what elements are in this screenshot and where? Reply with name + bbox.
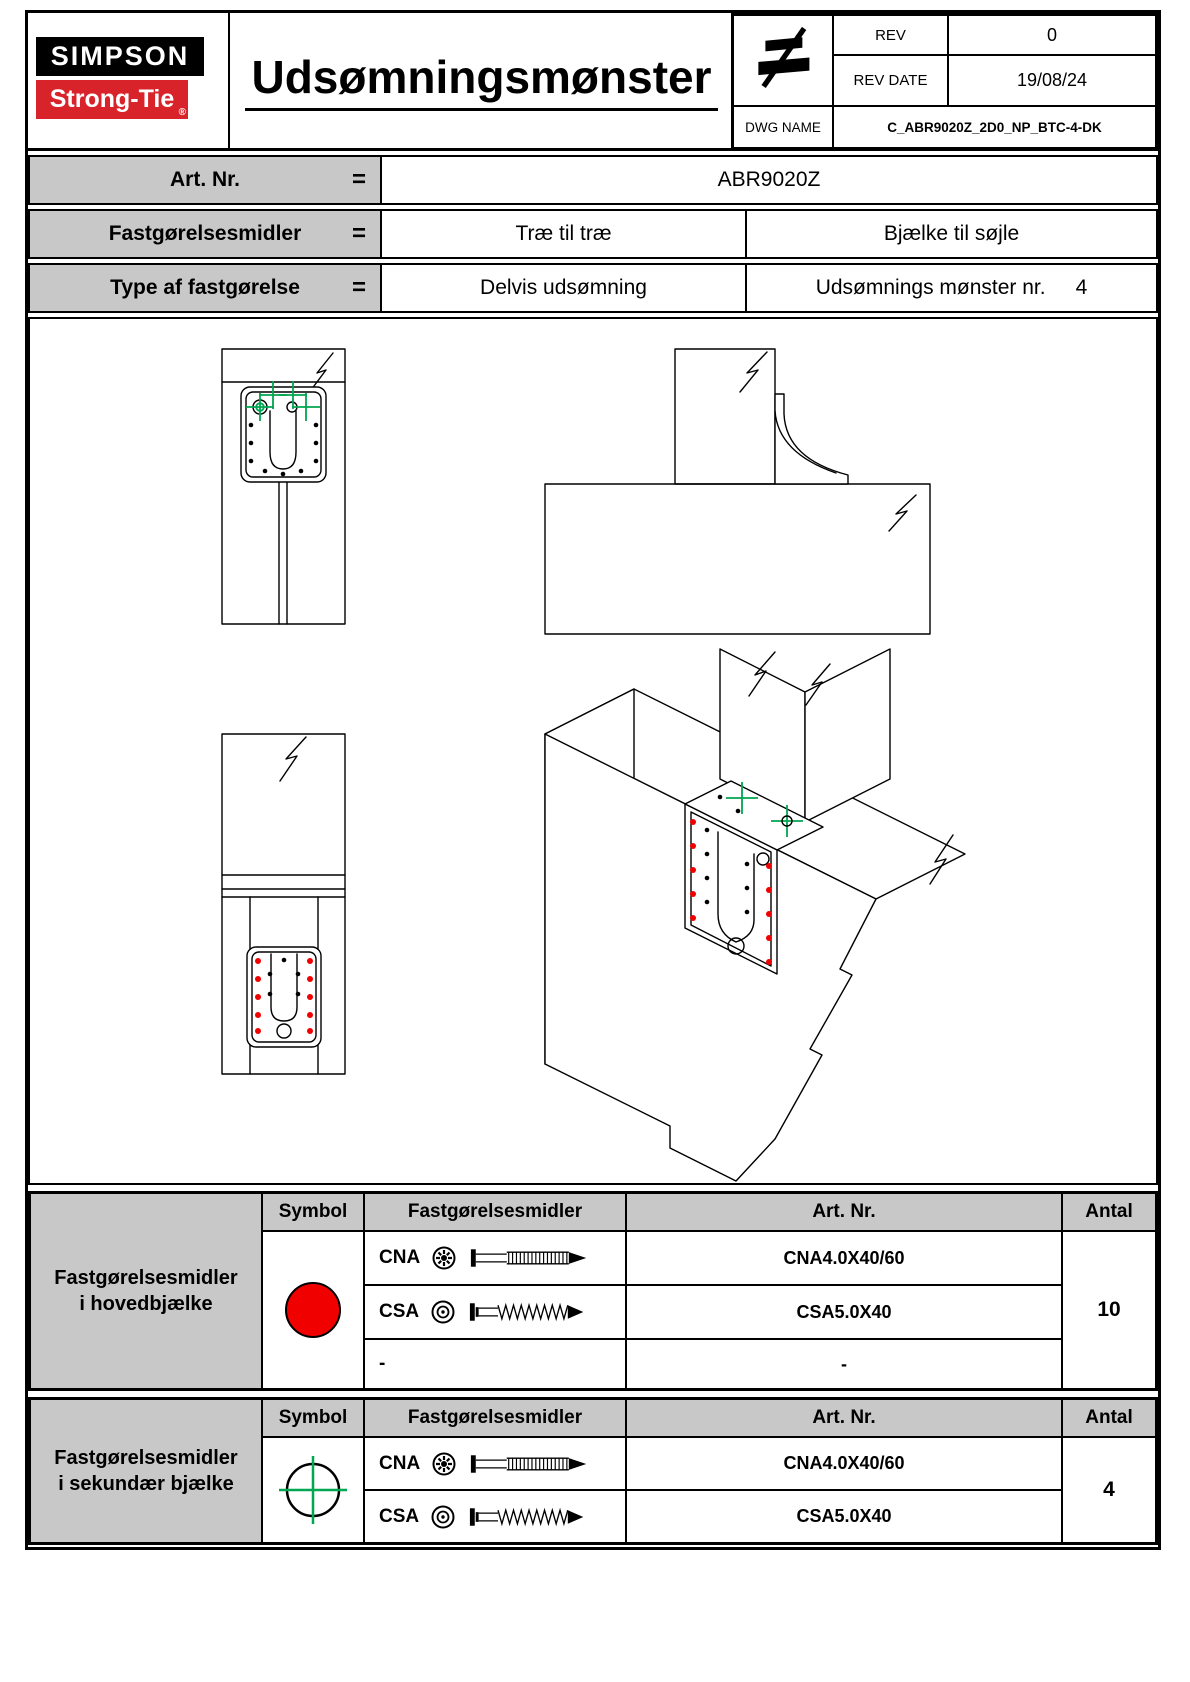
logo-strongtie: Strong-Tie® xyxy=(36,80,188,119)
col-header-art-nr: Art. Nr. xyxy=(626,1193,1062,1231)
fastener-cell-empty: - xyxy=(364,1339,626,1389)
fastening-type-row: Type af fastgørelse = Delvis udsømning U… xyxy=(28,263,1158,313)
main-beam-symbol-cell xyxy=(262,1231,364,1389)
bracket-plate xyxy=(684,803,778,975)
pattern-nr-cell: Udsømnings mønster nr. 4 xyxy=(745,265,1156,311)
break-line-icon xyxy=(805,663,831,706)
fastener-value-left: Træ til træ xyxy=(515,222,612,245)
col-header-art-nr: Art. Nr. xyxy=(626,1399,1062,1437)
fastener-cell-csa: CSA xyxy=(364,1490,626,1543)
col-header-fastener: Fastgørelsesmidler xyxy=(364,1193,626,1231)
bracket-profile xyxy=(774,393,849,485)
pattern-nr-label: Udsømnings mønster nr. xyxy=(815,276,1046,299)
sheet-frame: SIMPSON Strong-Tie® Udsømningsmønster RE… xyxy=(25,10,1161,1550)
break-line-icon xyxy=(739,351,768,393)
equals-sign: = xyxy=(351,166,366,193)
col-header-antal: Antal xyxy=(1062,1193,1156,1231)
fastener-value-right: Bjælke til søjle xyxy=(745,211,1156,257)
technical-drawings xyxy=(221,348,966,1182)
header: SIMPSON Strong-Tie® Udsømningsmønster RE… xyxy=(28,13,1158,151)
red-filled-circle-icon xyxy=(285,1282,341,1338)
antal-cell: 10 xyxy=(1062,1231,1156,1389)
col-header-symbol: Symbol xyxy=(262,1399,364,1437)
ring-circle-icon xyxy=(431,1300,455,1324)
wood-screw-glyph xyxy=(470,1302,584,1322)
art-nr-cell: CNA4.0X40/60 xyxy=(626,1231,1062,1285)
fastener-cell-cna: CNA xyxy=(364,1437,626,1490)
green-crosshair-icon xyxy=(246,381,320,421)
logo-simpson: SIMPSON xyxy=(36,37,204,76)
fastener-cell-cna: CNA xyxy=(364,1231,626,1285)
art-nr-row: Art. Nr. = ABR9020Z xyxy=(28,155,1158,205)
pattern-nr-value: 4 xyxy=(1075,276,1088,299)
wood-screw-glyph xyxy=(470,1507,584,1526)
art-nr-cell: - xyxy=(626,1339,1062,1389)
nail-hole-dots xyxy=(267,957,301,997)
isometric-view-drawing xyxy=(544,648,966,1182)
rev-date-label: REV DATE xyxy=(833,55,948,106)
column-right-face xyxy=(804,648,891,823)
beam-near-face xyxy=(544,733,877,1182)
art-nr-cell: CSA5.0X40 xyxy=(626,1285,1062,1339)
fastening-type-label-cell: Type af fastgørelse = xyxy=(30,265,382,311)
page-title: Udsømningsmønster xyxy=(245,50,718,111)
drawing-area xyxy=(28,317,1158,1185)
break-line-icon xyxy=(310,352,334,391)
green-crosshair-circle-icon xyxy=(279,1456,347,1524)
side-view-drawing xyxy=(544,348,931,635)
table-row-label: Fastgørelsesmidler i sekundær bjælke xyxy=(30,1399,262,1543)
art-nr-cell: CNA4.0X40/60 xyxy=(626,1437,1062,1490)
art-nr-label-cell: Art. Nr. = xyxy=(30,157,382,203)
fastener-label-cell: Fastgørelsesmidler = xyxy=(30,211,382,257)
nail-hole-dots xyxy=(704,794,750,915)
torx-circle-icon xyxy=(432,1452,456,1475)
ring-shank-nail-glyph xyxy=(471,1249,587,1267)
main-beam-fastener-table: Fastgørelsesmidler i hovedbjælke Symbol … xyxy=(28,1191,1158,1391)
col-header-antal: Antal xyxy=(1062,1399,1156,1437)
front-view-drawing xyxy=(221,348,346,625)
simpson-strongtie-logo: SIMPSON Strong-Tie® xyxy=(36,37,221,119)
red-fastener-dots xyxy=(690,819,772,965)
rev-date-value: 19/08/24 xyxy=(948,55,1156,106)
revision-table: REV 0 REV DATE 19/08/24 DWG NAME C_ABR90… xyxy=(731,13,1158,150)
art-nr-cell: CSA5.0X40 xyxy=(626,1490,1062,1543)
red-fastener-dots xyxy=(255,958,313,1034)
break-line-icon xyxy=(929,834,954,885)
equals-sign: = xyxy=(351,274,366,301)
projection-symbol-cell xyxy=(733,15,833,106)
bracket-outline xyxy=(246,946,322,1048)
torx-circle-icon xyxy=(432,1246,456,1270)
not-equal-projection-icon xyxy=(758,26,810,88)
bracket-outline xyxy=(240,386,327,483)
col-header-fastener: Fastgørelsesmidler xyxy=(364,1399,626,1437)
dwg-name-label: DWG NAME xyxy=(733,106,833,148)
nail-hole-dots xyxy=(248,422,319,477)
break-line-icon xyxy=(888,494,917,532)
rev-label: REV xyxy=(833,15,948,55)
fastener-row: Fastgørelsesmidler = Træ til træ Bjælke … xyxy=(28,209,1158,259)
table-row-label: Fastgørelsesmidler i hovedbjælke xyxy=(30,1193,262,1389)
fastener-cell-csa: CSA xyxy=(364,1285,626,1339)
col-header-symbol: Symbol xyxy=(262,1193,364,1231)
antal-cell: 4 xyxy=(1062,1437,1156,1543)
title-cell: Udsømningsmønster xyxy=(228,13,733,148)
fastening-type-value-left: Delvis udsømning xyxy=(480,276,647,299)
ring-shank-nail-glyph xyxy=(471,1454,587,1473)
green-crosshair-icon xyxy=(726,782,803,837)
registered-mark: ® xyxy=(178,107,186,118)
dwg-name-value: C_ABR9020Z_2D0_NP_BTC-4-DK xyxy=(833,106,1156,148)
ring-circle-icon xyxy=(431,1505,455,1528)
equals-sign: = xyxy=(351,220,366,247)
secondary-beam-fastener-table: Fastgørelsesmidler i sekundær bjælke Sym… xyxy=(28,1397,1158,1545)
bottom-view-drawing xyxy=(221,733,346,1075)
break-line-icon xyxy=(279,736,307,782)
break-line-icon xyxy=(748,651,776,697)
rev-value: 0 xyxy=(948,15,1156,55)
secondary-beam-symbol-cell xyxy=(262,1437,364,1543)
art-nr-value: ABR9020Z xyxy=(717,168,821,191)
